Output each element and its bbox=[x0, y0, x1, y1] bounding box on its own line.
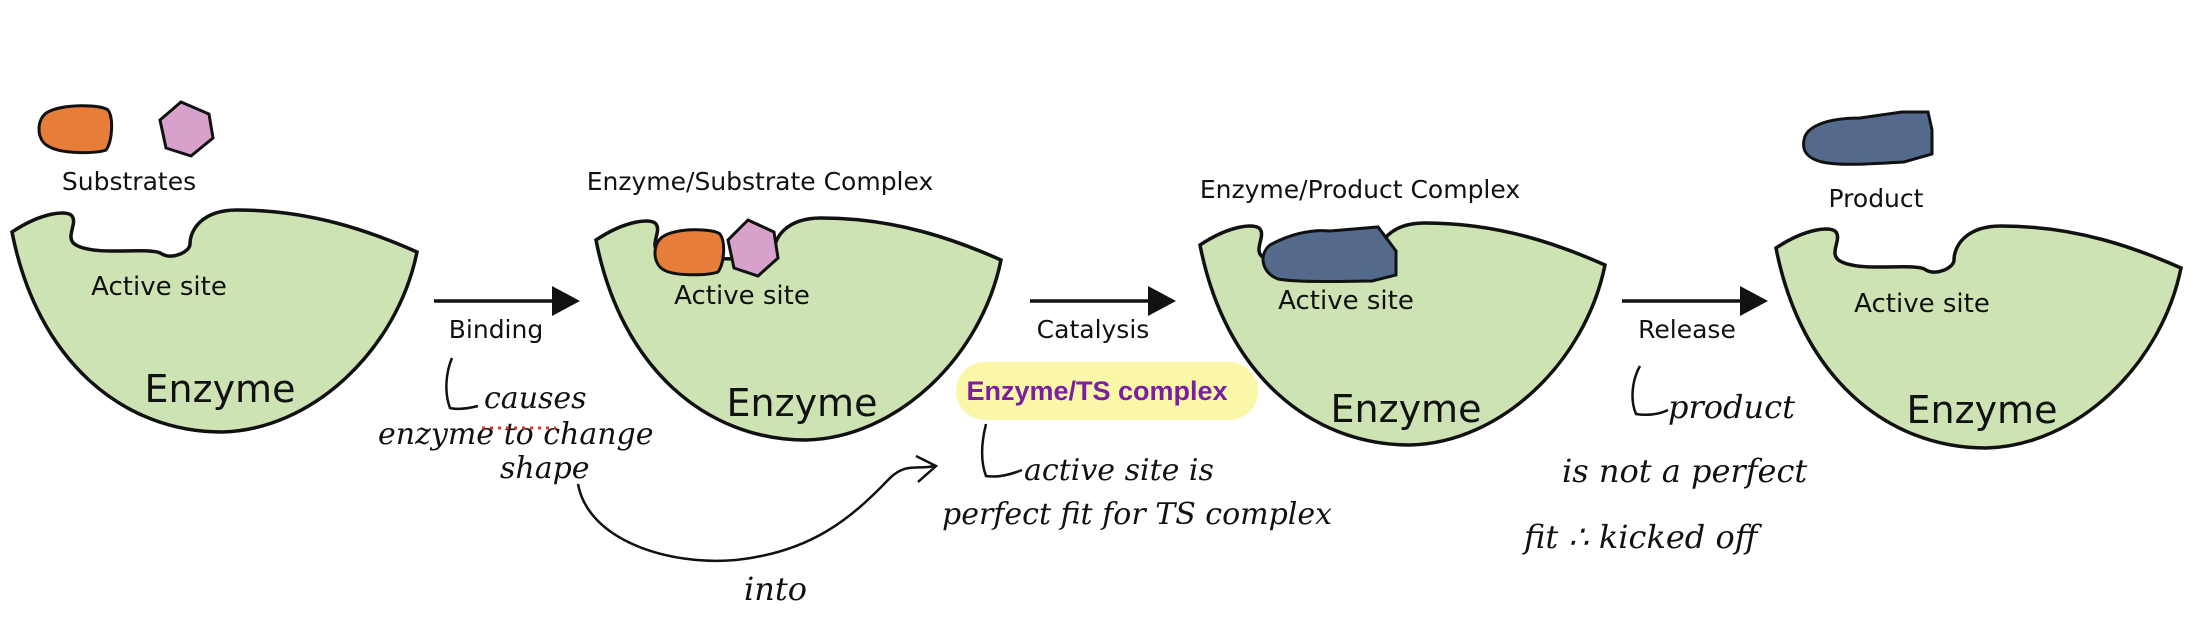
orange-substrate-shape bbox=[37, 104, 114, 155]
release-note-line3: fit ∴ kicked off bbox=[1522, 518, 1763, 556]
ts-note-line2: perfect fit for TS complex bbox=[942, 497, 1332, 532]
hook-arrow-icon bbox=[1631, 365, 1669, 417]
hook-arrow-icon bbox=[981, 423, 1023, 478]
enzyme-label: Enzyme bbox=[1907, 388, 2058, 432]
panel-enzyme-substrate: Enzyme/Substrate Complex Active site Enz… bbox=[587, 167, 1003, 442]
pink-hexagon-substrate-shape bbox=[158, 100, 215, 158]
panel-substrates: Substrates Active site Enzyme bbox=[10, 100, 419, 434]
release-note-line1: product bbox=[1668, 388, 1795, 426]
enzyme-label: Enzyme bbox=[145, 367, 296, 411]
catalysis-label: Catalysis bbox=[1037, 315, 1150, 344]
ts-complex-callout: Enzyme/TS complex bbox=[956, 362, 1258, 420]
enzyme-label: Enzyme bbox=[1331, 387, 1482, 431]
into-label: into bbox=[744, 570, 807, 608]
release-note: product is not a perfect fit ∴ kicked of… bbox=[1522, 365, 1807, 556]
panel-product: Product Active site Enzyme bbox=[1774, 110, 2183, 450]
ts-note: active site is perfect fit for TS comple… bbox=[942, 423, 1332, 532]
enzyme-substrate-title: Enzyme/Substrate Complex bbox=[587, 167, 934, 196]
binding-note: causes enzyme to change shape bbox=[378, 357, 654, 486]
blue-product-shape bbox=[1802, 110, 1934, 166]
right-arrow-icon bbox=[1740, 286, 1768, 316]
hook-arrow-icon bbox=[445, 357, 479, 411]
binding-note-line3: shape bbox=[500, 451, 590, 486]
enzyme-label: Enzyme bbox=[727, 381, 878, 425]
binding-arrow: Binding bbox=[434, 286, 580, 344]
release-label: Release bbox=[1638, 315, 1736, 344]
active-site-label: Active site bbox=[1278, 286, 1414, 316]
enzyme-product-title: Enzyme/Product Complex bbox=[1200, 175, 1520, 204]
binding-note-line2: enzyme to change bbox=[378, 417, 654, 452]
product-title: Product bbox=[1829, 184, 1924, 213]
active-site-label: Active site bbox=[91, 272, 227, 302]
panel-enzyme-product: Enzyme/Product Complex Active site Enzym… bbox=[1198, 175, 1607, 447]
enzyme-4: Active site Enzyme bbox=[1774, 224, 2183, 450]
ts-note-line1: active site is bbox=[1024, 453, 1214, 488]
active-site-label: Active site bbox=[1854, 289, 1990, 319]
pink-hexagon-substrate-shape bbox=[726, 218, 780, 278]
ts-highlight bbox=[956, 362, 1258, 420]
right-arrow-icon bbox=[552, 286, 580, 316]
binding-label: Binding bbox=[449, 315, 543, 344]
release-arrow: Release bbox=[1622, 286, 1768, 344]
into-curve-arrow: into bbox=[576, 454, 939, 608]
catalysis-arrow: Catalysis bbox=[1030, 286, 1176, 344]
right-arrow-icon bbox=[1148, 286, 1176, 316]
orange-substrate-shape bbox=[653, 228, 726, 277]
active-site-label: Active site bbox=[674, 281, 810, 311]
substrates-title: Substrates bbox=[62, 167, 196, 196]
ts-complex-label: Enzyme/TS complex bbox=[966, 376, 1227, 406]
blue-product-shape bbox=[1261, 225, 1398, 283]
enzyme-1: Active site Enzyme bbox=[10, 208, 419, 434]
enzyme-3: Active site Enzyme bbox=[1198, 221, 1607, 447]
enzyme-2: Active site Enzyme bbox=[594, 216, 1003, 442]
release-note-line2: is not a perfect bbox=[1562, 452, 1807, 490]
binding-note-line1: causes bbox=[484, 381, 587, 416]
arrowhead-icon bbox=[915, 454, 939, 483]
